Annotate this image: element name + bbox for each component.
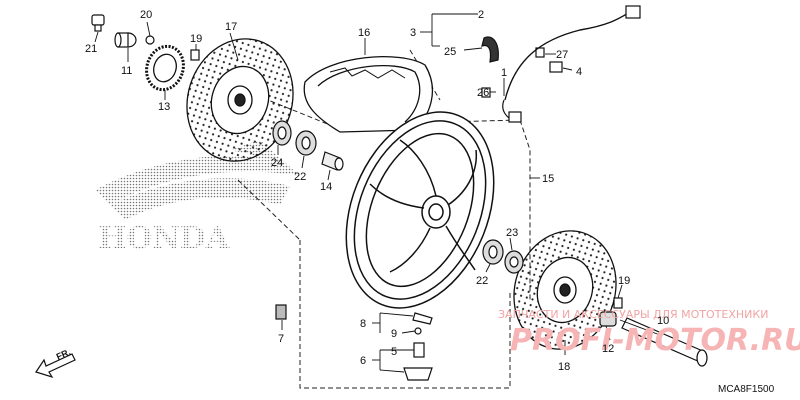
tire [303, 56, 434, 133]
honda-wordmark: HONDA [98, 221, 230, 256]
callout-19-top: 19 [190, 33, 202, 45]
watermark-logo: PROFI-MOTOR.RU [510, 323, 800, 358]
callout-1: 1 [501, 67, 507, 79]
sensor-connector [625, 5, 641, 19]
callout-10: 10 [657, 315, 669, 327]
callout-11: 11 [121, 65, 132, 77]
callout-2: 2 [478, 9, 484, 21]
pulser-ring [145, 44, 185, 92]
callout-18: 18 [558, 361, 570, 373]
callout-8: 8 [360, 318, 366, 330]
diagram-code: MCA8F1500 [718, 384, 775, 395]
front-direction-arrow [35, 353, 76, 379]
callout-20: 20 [140, 9, 152, 21]
callout-15: 15 [542, 173, 554, 185]
callout-27: 27 [556, 49, 568, 61]
brake-disc-right [513, 230, 617, 350]
callout-labels: 20 21 11 19 17 13 16 24 22 14 2 3 25 27 … [85, 9, 669, 373]
callout-24: 24 [271, 157, 283, 169]
callout-5: 5 [391, 346, 397, 358]
brake-disc-left [186, 38, 294, 162]
callout-4: 4 [576, 66, 582, 78]
callout-7: 7 [278, 333, 284, 345]
honda-wing-logo [95, 140, 300, 220]
small-parts [91, 14, 708, 381]
callout-25: 25 [444, 46, 456, 58]
callout-12: 12 [602, 343, 614, 355]
callout-6: 6 [360, 355, 366, 367]
callout-21: 21 [85, 43, 97, 55]
callout-26: 26 [477, 87, 489, 99]
callout-13: 13 [158, 101, 170, 113]
sensor-cable [504, 11, 631, 101]
callout-22-right: 22 [476, 275, 488, 287]
callout-9: 9 [391, 328, 397, 340]
leader-lines [94, 13, 661, 373]
watermark-text: ЗАПЧАСТИ И АКСЕССУАРЫ ДЛЯ МОТОТЕХНИКИ [498, 308, 768, 321]
callout-22-left: 22 [294, 171, 306, 183]
wheel-rim [345, 111, 495, 309]
callout-16: 16 [358, 27, 370, 39]
callout-23: 23 [506, 227, 518, 239]
callout-17: 17 [225, 21, 237, 33]
callout-3: 3 [410, 27, 416, 39]
callout-14: 14 [320, 181, 332, 193]
callout-19-right: 19 [618, 275, 630, 287]
